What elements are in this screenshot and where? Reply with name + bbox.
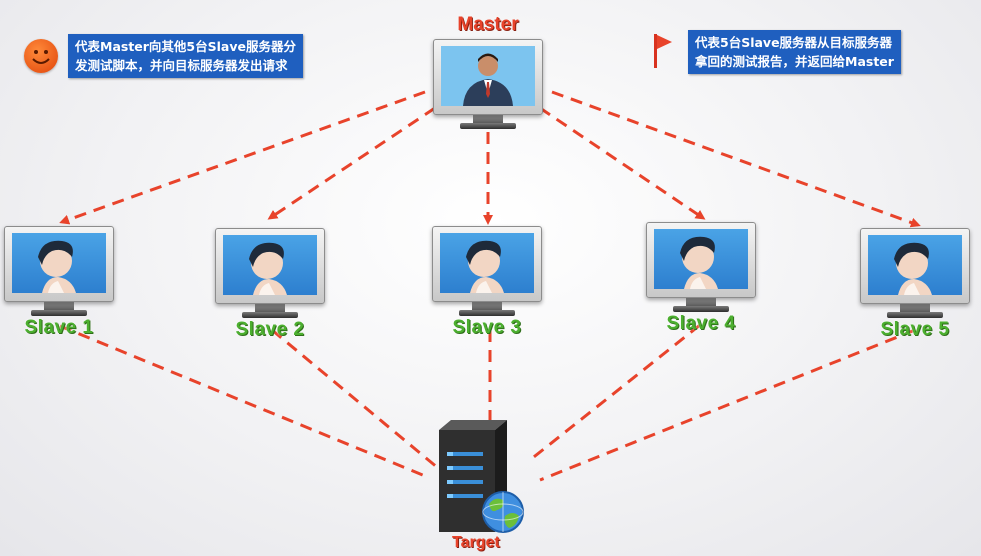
businessman-monitor-icon (433, 39, 543, 115)
master-to-slave4-arrow (539, 106, 706, 220)
legend-dispatch-text: 代表Master向其他5台Slave服务器分 发测试脚本，并向目标服务器发出请求 (68, 34, 303, 78)
master-to-slave2-arrow (267, 106, 436, 220)
legend-dispatch-line1: 代表Master向其他5台Slave服务器分 (75, 39, 296, 54)
slave-label: Slave 2 (235, 319, 305, 340)
master-to-slave1-arrow (59, 90, 426, 225)
user-monitor-icon (432, 226, 542, 302)
legend-dispatch-line2: 发测试脚本，并向目标服务器发出请求 (75, 58, 288, 73)
slave-node-4: Slave 4 (646, 222, 756, 335)
user-monitor-icon (646, 222, 756, 298)
slave-node-2: Slave 2 (215, 228, 325, 341)
legend-report-text: 代表5台Slave服务器从目标服务器 拿回的测试报告，并返回给Master (688, 30, 901, 74)
server-globe-icon (439, 420, 524, 533)
target-label: Target (452, 534, 500, 551)
slave-label: Slave 3 (452, 317, 522, 338)
slave2-to-target-line (271, 328, 439, 470)
master-to-slave5-arrow (551, 90, 921, 228)
slave1-to-target-line (59, 324, 431, 480)
red-flag-icon (652, 32, 674, 72)
master-label: Master (457, 14, 519, 35)
legend-dispatch: 代表Master向其他5台Slave服务器分 发测试脚本，并向目标服务器发出请求 (24, 34, 303, 78)
legend-report: 代表5台Slave服务器从目标服务器 拿回的测试报告，并返回给Master (652, 30, 901, 74)
slave-label: Slave 1 (24, 317, 94, 338)
slave-node-3: Slave 3 (432, 226, 542, 339)
legend-report-line2: 拿回的测试报告，并返回给Master (695, 54, 894, 69)
master-node: Master (426, 14, 550, 129)
slave-label: Slave 4 (666, 313, 736, 334)
user-monitor-icon (4, 226, 114, 302)
legend-report-line1: 代表5台Slave服务器从目标服务器 (695, 35, 893, 50)
user-monitor-icon (215, 228, 325, 304)
slave5-to-target-line (539, 328, 916, 482)
slave4-to-target-line (529, 323, 701, 462)
smiley-icon (24, 39, 58, 73)
user-monitor-icon (860, 228, 970, 304)
slave-label: Slave 5 (880, 319, 950, 340)
slave-node-1: Slave 1 (4, 226, 114, 339)
slave-node-5: Slave 5 (860, 228, 970, 341)
